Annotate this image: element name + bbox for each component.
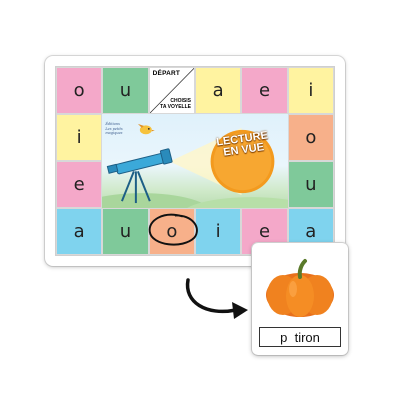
board-cell[interactable]: u — [102, 67, 149, 114]
card-word: p tiron — [259, 327, 341, 347]
brand-line: Éditions — [105, 122, 120, 126]
brand-line: Les petits — [105, 126, 123, 131]
circled-letter: o — [166, 221, 178, 242]
bird-icon — [138, 123, 156, 135]
board-cell[interactable]: i — [56, 114, 103, 161]
depart-label: DÉPART — [152, 70, 181, 77]
board-cell[interactable]: i — [194, 208, 242, 255]
board-cell-circled[interactable]: o — [148, 208, 198, 255]
choose-label-line2: TA VOYELLE — [160, 104, 191, 110]
word-card[interactable]: p tiron — [252, 243, 348, 355]
board-cell[interactable]: e — [241, 67, 288, 114]
board-cell[interactable]: o — [287, 114, 334, 161]
telescope-icon — [107, 148, 173, 204]
selection-circle-icon — [148, 213, 198, 246]
board-cell[interactable]: a — [56, 208, 103, 255]
board-cell[interactable]: u — [287, 161, 334, 208]
pumpkin-icon — [266, 259, 334, 317]
board-cell[interactable]: e — [56, 161, 103, 208]
illustration — [102, 123, 288, 208]
brand-line: magiques — [105, 131, 123, 135]
board-cell[interactable]: u — [102, 208, 149, 255]
board-cell[interactable]: a — [194, 67, 242, 114]
board-cell[interactable]: i — [287, 67, 334, 114]
depart-divider — [149, 68, 194, 113]
curved-arrow-icon — [185, 278, 248, 319]
board-cell[interactable]: o — [56, 67, 103, 114]
choose-label-line1: CHOISIS — [170, 98, 191, 104]
